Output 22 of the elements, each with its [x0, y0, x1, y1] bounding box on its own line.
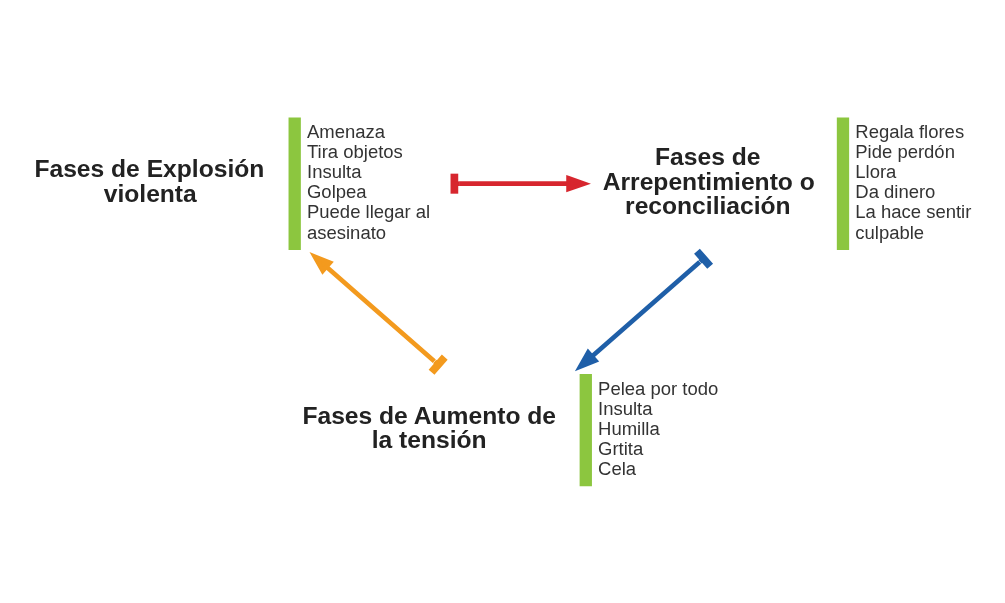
- node-label: La hace sentir culpable: [854, 201, 971, 243]
- node-label: Tira objetos: [306, 141, 403, 163]
- node-label: Fases de Arrepentimiento o reconciliación: [602, 142, 815, 220]
- node-label: Fases de Aumento de la tensión: [301, 401, 556, 454]
- node-label: Llora: [854, 161, 896, 183]
- arrow: [574, 248, 713, 372]
- node-label: Pide perdón: [854, 141, 955, 163]
- node-label: Regala flores: [854, 121, 964, 143]
- node-label: Pelea por todo: [597, 377, 718, 399]
- node-label: Puede llegar al asesinato: [306, 201, 430, 243]
- node-box: [288, 117, 301, 250]
- node-label: Fases de Explosión violenta: [33, 155, 264, 207]
- node-label: Humilla: [597, 417, 660, 439]
- node-label: Amenaza: [306, 121, 385, 143]
- arrow: [309, 252, 448, 375]
- node-label: Da dinero: [854, 181, 935, 203]
- node-box: [579, 373, 592, 487]
- node-label: Cela: [597, 457, 636, 479]
- node-label: Golpea: [306, 181, 367, 203]
- node-label: Grtita: [597, 437, 643, 459]
- node-box: [836, 117, 849, 250]
- node-label: Insulta: [306, 161, 361, 183]
